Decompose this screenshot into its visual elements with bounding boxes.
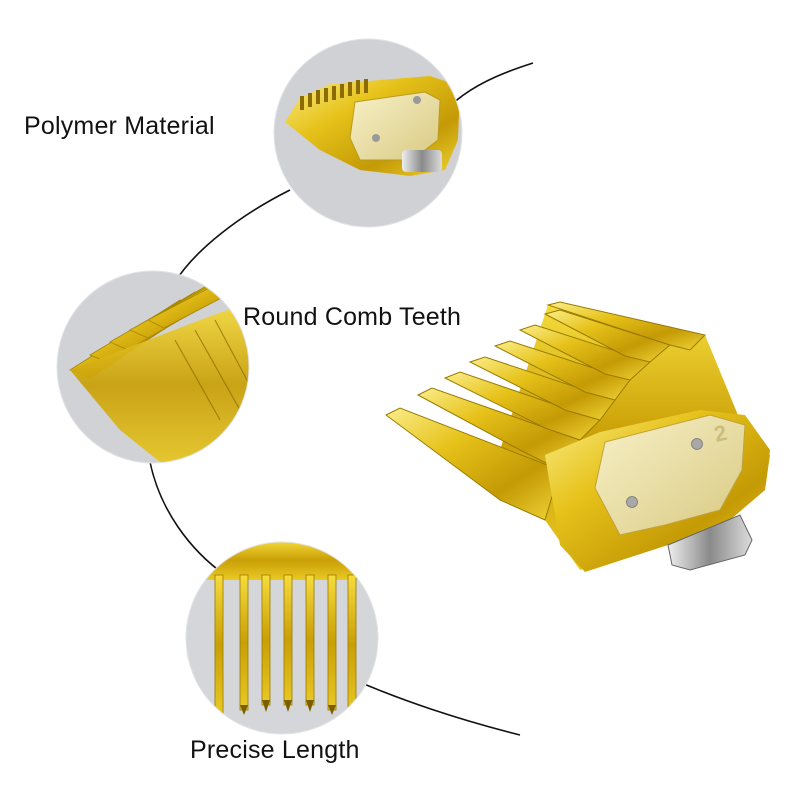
round-comb-teeth-label: Round Comb Teeth [243, 303, 462, 331]
connector-curve [149, 62, 534, 736]
precise-length-label: Precise Length [190, 736, 360, 764]
round-comb-teeth-bubble [56, 270, 250, 464]
guard-number: 2 [712, 420, 729, 447]
polymer-material-bubble [273, 38, 463, 228]
precise-length-bubble [185, 541, 379, 735]
polymer-material-label: Polymer Material [24, 112, 215, 140]
guard-comb: 2 [385, 301, 770, 572]
